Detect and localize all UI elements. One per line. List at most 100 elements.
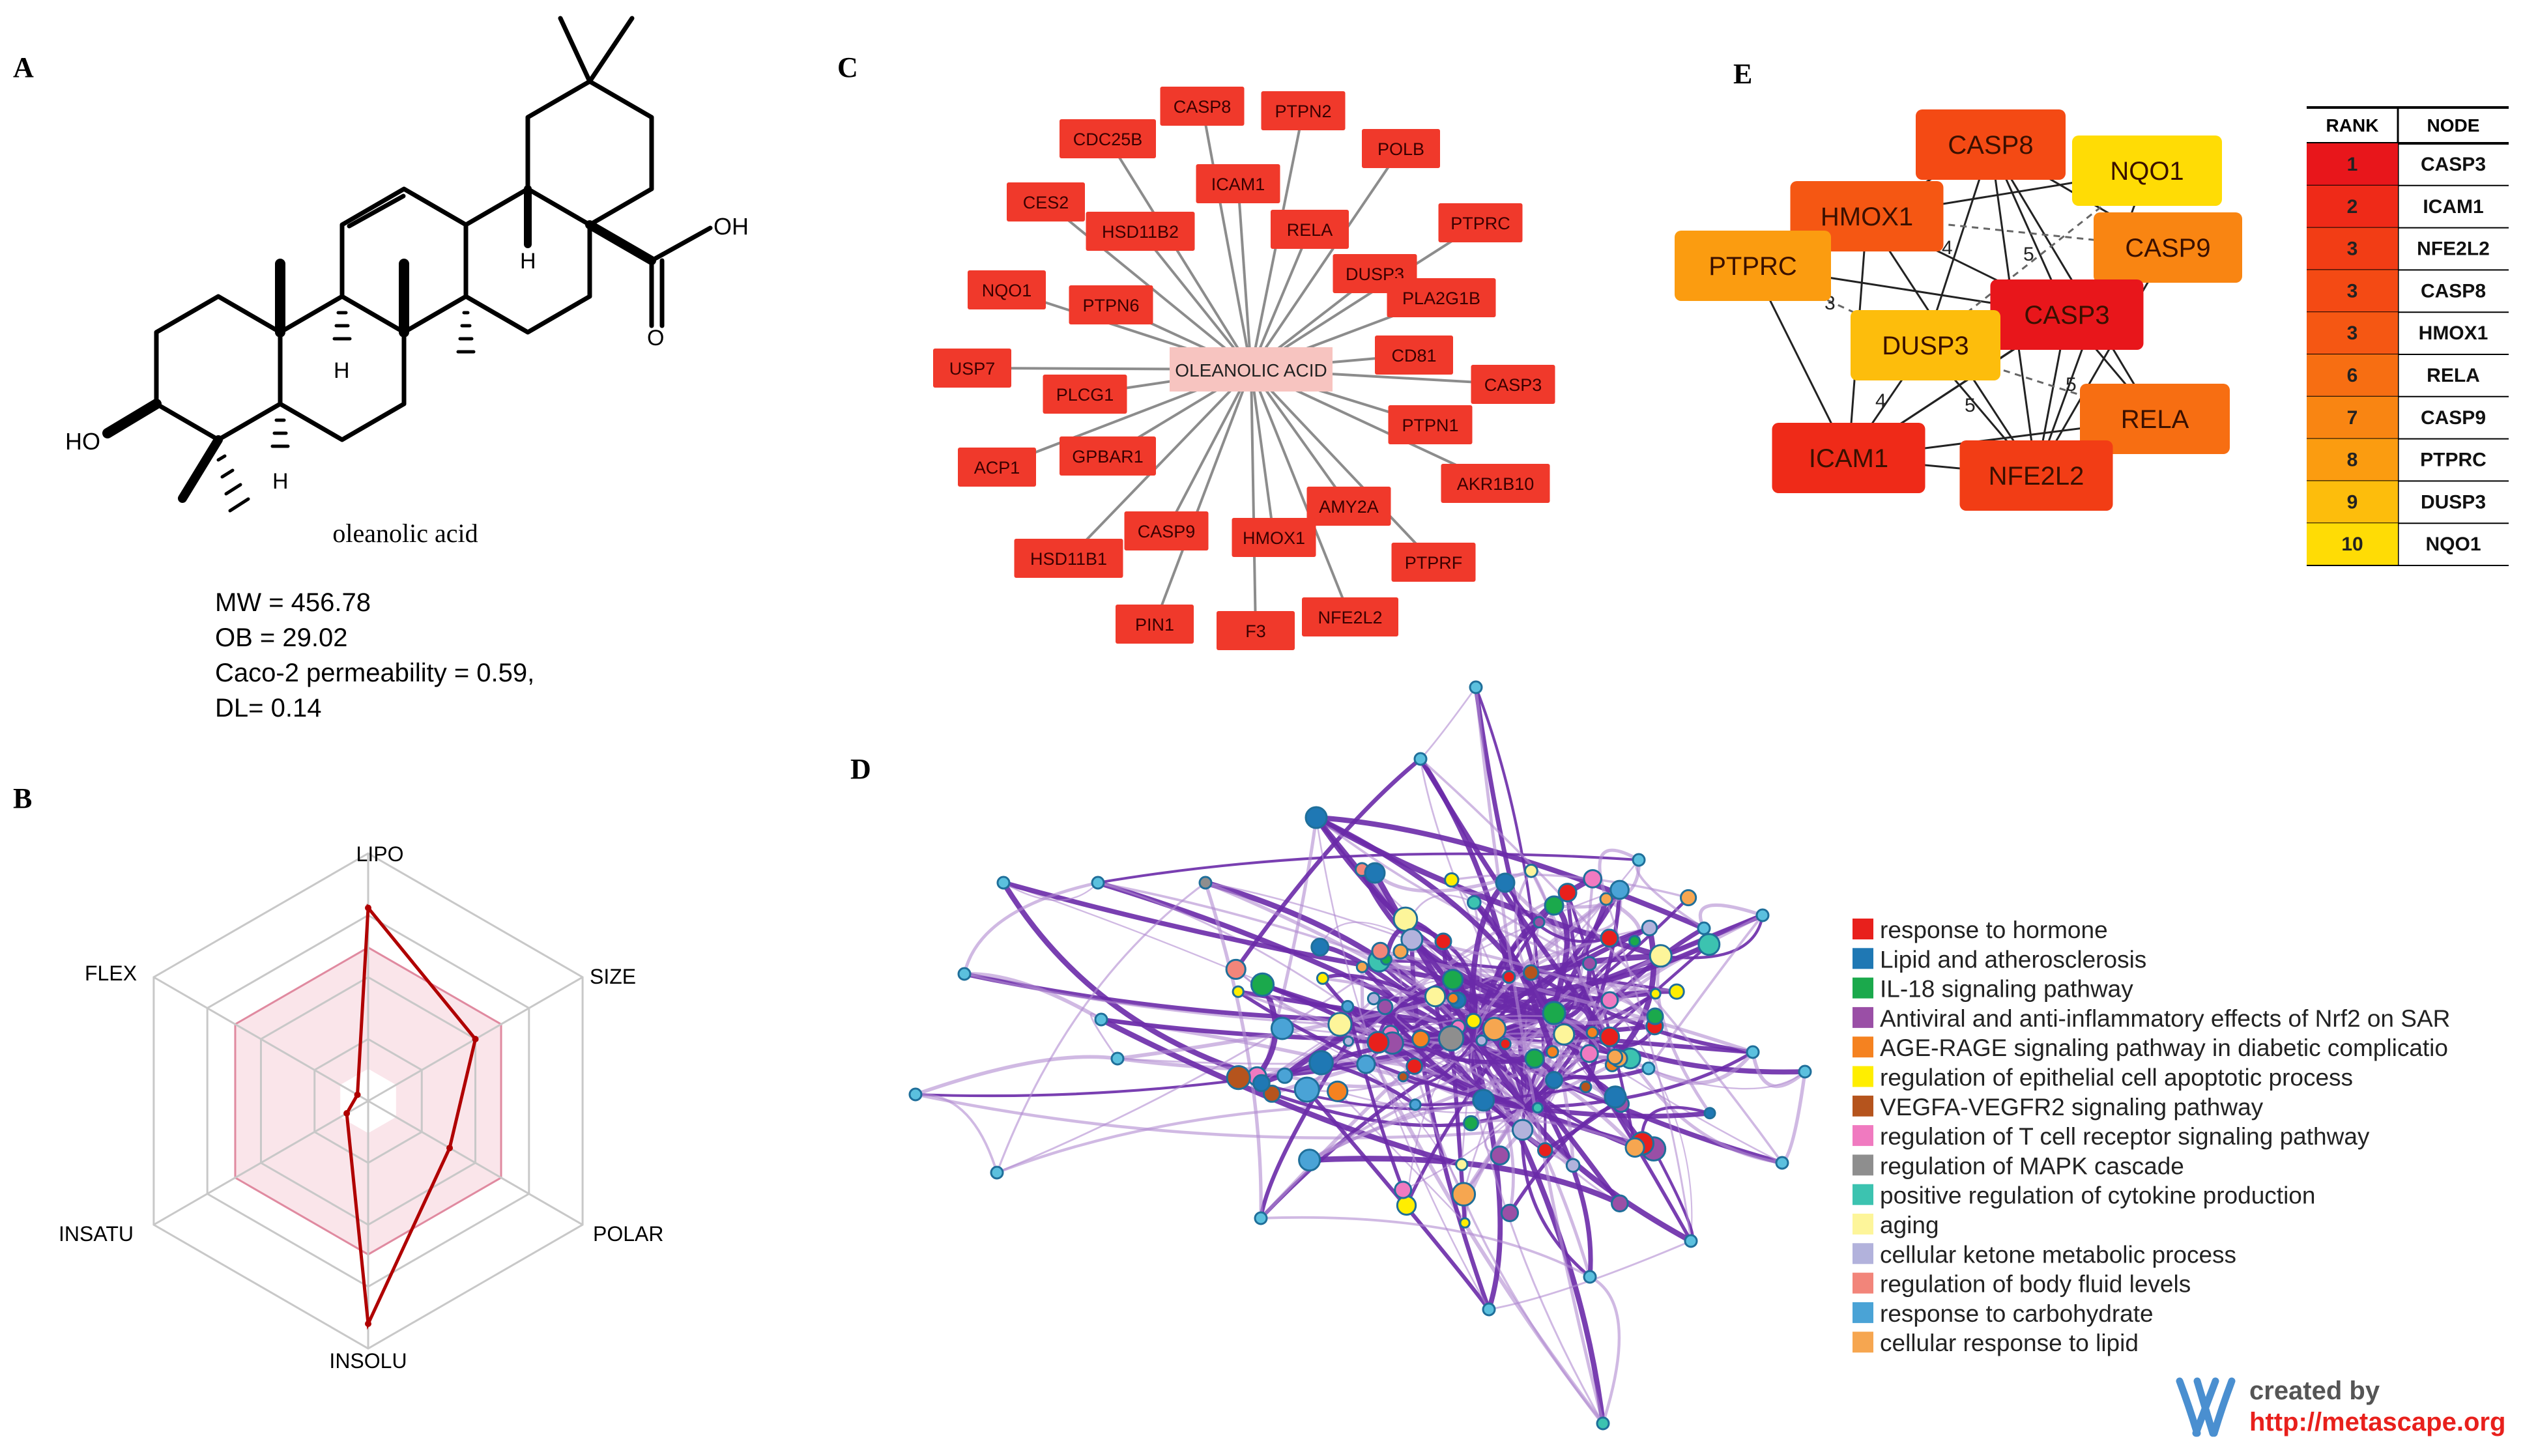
hub-node-label: PTPRC: [1709, 252, 1797, 281]
enrichment-node: [1293, 1076, 1320, 1103]
enrichment-edge: [1284, 1039, 1483, 1089]
target-node: [1007, 182, 1085, 221]
target-node: [1471, 365, 1555, 404]
radar-profile-point: [446, 1145, 454, 1152]
target-node: [1362, 129, 1440, 168]
enrichment-node: [1585, 1025, 1599, 1039]
target-node-label: CES2: [1023, 193, 1069, 212]
target-node-label: F3: [1245, 621, 1266, 641]
enrichment-edges: [915, 687, 1807, 1425]
target-node: [1124, 511, 1209, 550]
hub-node: [1916, 109, 2066, 180]
enrichment-edge: [1656, 955, 1712, 1115]
hub-node-label: NQO1: [2110, 157, 2184, 186]
enrichment-node: [1327, 1080, 1349, 1102]
hub-edge-label: 5: [2066, 374, 2077, 395]
enrichment-node: [1523, 964, 1540, 981]
target-node: [1375, 335, 1453, 375]
radar-axis-flex: FLEX: [85, 962, 137, 985]
legend-label: regulation of body fluid levels: [1880, 1271, 2191, 1298]
legend-swatch: [1853, 948, 1873, 969]
rank-table-rank: 6: [2347, 365, 2358, 386]
enrichment-node: [1632, 853, 1646, 867]
enrichment-edge: [1647, 914, 1764, 1070]
enrichment-node: [1798, 1064, 1812, 1079]
enrichment-edge: [1420, 687, 1477, 760]
enrichment-edge: [1204, 881, 1622, 1106]
rank-table-rank: 7: [2347, 407, 2358, 429]
enrichment-edge: [1751, 1051, 1806, 1089]
enrichment-node: [1342, 1035, 1354, 1047]
compound-target-edge: [1250, 368, 1350, 507]
target-node: [1014, 539, 1123, 578]
compound-node-label: OLEANOLIC ACID: [1175, 360, 1327, 380]
target-node: [1069, 285, 1153, 324]
enrichment-node: [1641, 919, 1658, 937]
legend-swatch: [1853, 1154, 1873, 1176]
legend-swatch: [1853, 919, 1873, 939]
radar-axis-size: SIZE: [590, 965, 636, 988]
enrichment-node: [1641, 1061, 1656, 1076]
target-node: [1196, 164, 1280, 203]
legend-label: AGE-RAGE signaling pathway in diabetic c…: [1880, 1035, 2448, 1061]
enrichment-edge: [1003, 882, 1099, 902]
rank-table-swatch: [2307, 481, 2398, 524]
enrichment-node: [1263, 1085, 1281, 1103]
legend-label: regulation of T cell receptor signaling …: [1880, 1123, 2370, 1150]
enrichment-node: [1600, 928, 1619, 948]
enrichment-node: [1094, 1012, 1108, 1027]
enrichment-node: [1600, 991, 1619, 1010]
enrichment-edge: [1598, 848, 1640, 900]
enrichment-node: [1442, 969, 1464, 991]
enrichment-edge: [1474, 687, 1605, 1424]
enrichment-node: [1583, 869, 1602, 889]
target-node: [1271, 210, 1349, 249]
enrichment-node: [1697, 933, 1721, 956]
rank-table-rank: 3: [2347, 322, 2358, 344]
compound-target-edge: [1153, 369, 1252, 625]
hub-edge: [2035, 247, 2169, 476]
enrichment-node: [1371, 941, 1390, 960]
enrichment-node: [1490, 1145, 1510, 1165]
enrichment-node: [1310, 937, 1330, 957]
enrichment-node: [1482, 1017, 1507, 1042]
enrichment-edge: [1234, 757, 1422, 971]
legend-label: regulation of MAPK cascade: [1880, 1152, 2184, 1179]
target-node: [968, 270, 1046, 309]
enrichment-edge: [915, 1055, 1118, 1096]
enrichment-node: [1316, 971, 1329, 985]
target-node: [1261, 91, 1346, 130]
enrichment-edge: [1402, 1107, 1525, 1191]
enrichment-nodes: [908, 680, 1812, 1431]
enrichment-node: [990, 1165, 1004, 1180]
enrichment-edge: [1100, 1017, 1463, 1167]
rank-table-rank: 1: [2347, 154, 2358, 175]
legend-swatch: [1853, 1243, 1873, 1264]
enrichment-edge: [1316, 814, 1705, 931]
rank-table-rank: 10: [2341, 534, 2363, 555]
rank-table-node: CASP9: [2421, 407, 2486, 429]
enrichment-edge: [1097, 852, 1639, 884]
enrichment-node: [1649, 988, 1662, 1000]
enrichment-node: [1366, 992, 1381, 1006]
rank-table-swatch: [2307, 396, 2398, 439]
enrichment-node: [1397, 1071, 1409, 1083]
target-node-label: PTPN6: [1082, 296, 1139, 315]
compound-node: [1170, 347, 1333, 392]
enrichment-node: [1604, 1085, 1627, 1109]
target-node-label: RELA: [1287, 220, 1333, 240]
target-node-label: AMY2A: [1319, 497, 1379, 517]
target-node: [1086, 212, 1195, 251]
target-node: [958, 448, 1036, 487]
enrichment-edge: [1346, 1006, 1405, 1191]
enrichment-edge: [1504, 881, 1610, 943]
rank-table-node: ICAM1: [2423, 196, 2483, 218]
target-node: [1060, 119, 1156, 158]
enrichment-edge: [1402, 1041, 1474, 1085]
radar-profile-point: [343, 1110, 351, 1117]
enrichment-edge: [1472, 900, 1555, 1053]
enrichment-node: [1298, 1149, 1321, 1172]
hub-node-label: CASP9: [2125, 234, 2210, 263]
carboxyl-oh-label: OH: [714, 213, 749, 240]
radar-profile-point: [472, 1036, 479, 1042]
